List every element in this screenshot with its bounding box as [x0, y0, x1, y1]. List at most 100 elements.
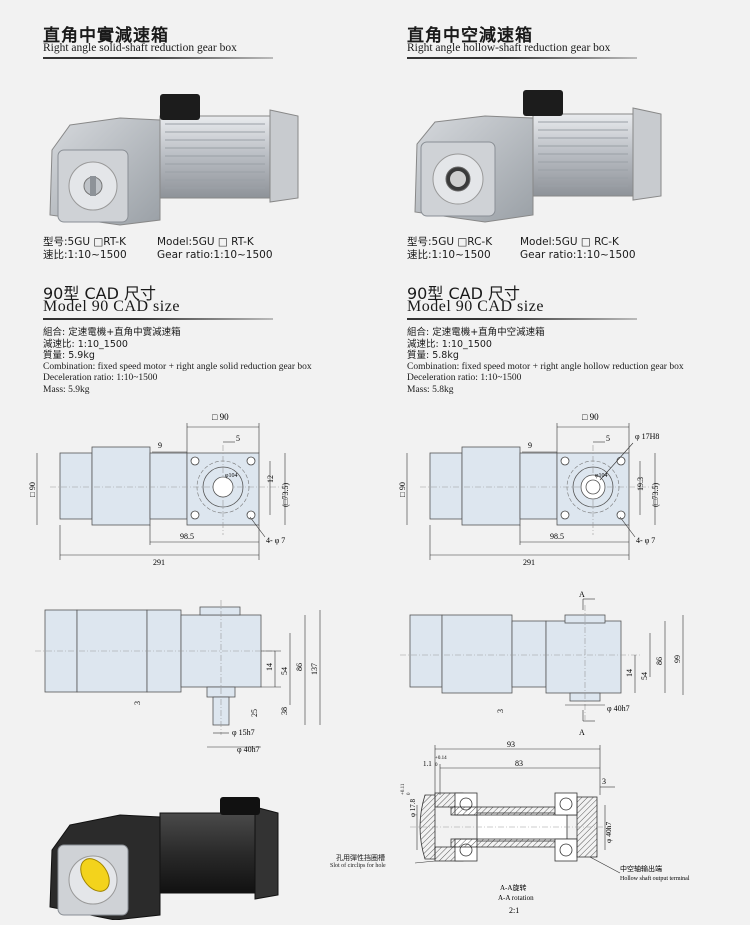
left-dim-985: 98.5 [180, 532, 194, 541]
left-specs: 組合: 定速電機+直角中實減速箱 減速比: 1:10_1500 質量: 5.9k… [43, 327, 312, 396]
right-sec-dim-178: φ 17.8 [409, 798, 417, 817]
right-sec-dim-3: 3 [602, 777, 606, 786]
right-sec-dim-11-tol-up: +0.14 [435, 756, 447, 761]
left-dim-sq90-vert: □ 90 [28, 482, 37, 497]
right-dim-9: 9 [528, 441, 532, 450]
right-dim-4hole: 4- φ 7 [636, 536, 655, 545]
right-model-en: Model:5GU □ RC-K [520, 236, 619, 248]
right-dim-104: φ104 [595, 473, 607, 479]
left-title-rule [43, 57, 273, 59]
left-dim-12: 12 [266, 475, 275, 483]
right-side-section-a-top: A [579, 590, 585, 599]
left-model-en-block: Model:5GU □ RT-K Gear ratio:1:10~1500 [157, 236, 273, 262]
left-gearbox-photo [49, 94, 299, 226]
left-dim-4hole: 4- φ 7 [266, 536, 285, 545]
left-cad-en: Model 90 CAD size [43, 298, 180, 315]
left-model-cn-block: 型号:5GU □RT-K 速比:1:10~1500 [43, 236, 127, 262]
right-sec-scale: 2:1 [509, 906, 519, 915]
right-cad-rule [407, 318, 637, 320]
left-spec-cn-1: 組合: 定速電機+直角中實減速箱 [43, 327, 181, 338]
right-sec-out-cn: 中空轴输出端 [620, 864, 662, 873]
left-cad-cn: 90型 CAD 尺寸 [43, 284, 156, 303]
right-sec-dim-11-tol-lo: 0 [435, 763, 438, 768]
right-spec-en-2: Deceleration ratio: 1:10~1500 [407, 373, 522, 383]
right-side-dim-54: 54 [640, 672, 649, 680]
left-model-cn: 型号:5GU □RT-K [43, 236, 126, 248]
left-spec-en-3: Mass: 5.9kg [43, 384, 90, 395]
right-sec-dim-93: 93 [507, 740, 515, 749]
right-dim-73: (□73.5) [651, 483, 660, 507]
left-cad-side-view: 14 54 86 137 38 25 3 φ 15h7 φ 40h7 [35, 600, 321, 754]
right-sec-dim-178-tol-lo: 0 [407, 792, 412, 795]
left-dim-9: 9 [158, 441, 162, 450]
left-side-dim-40h7: φ 40h7 [237, 745, 260, 754]
right-side-dim-40h7: φ 40h7 [607, 704, 630, 713]
right-cad-en: Model 90 CAD size [407, 298, 544, 315]
right-title-en: Right angle hollow-shaft reduction gear … [407, 42, 611, 54]
right-sec-dim-83: 83 [515, 759, 523, 768]
right-sec-aa-en: A-A rotation [498, 894, 534, 902]
left-side-dim-14: 14 [265, 663, 274, 671]
left-side-dim-38: 38 [280, 707, 289, 715]
right-dim-17h8: φ 17H8 [635, 432, 659, 441]
left-model-en: Model:5GU □ RT-K [157, 236, 254, 248]
right-spec-cn-2: 減速比: 1:10_1500 [407, 338, 492, 350]
right-ratio-en: Gear ratio:1:10~1500 [520, 249, 636, 261]
right-sec-aa-cn: A-A旋转 [500, 883, 526, 892]
left-dim-291: 291 [153, 558, 165, 567]
left-side-dim-54: 54 [280, 667, 289, 675]
right-sec-dim-40h7: φ 40h7 [604, 822, 613, 843]
left-side-dim-25: 25 [250, 709, 259, 717]
left-gearbox-photo-black [49, 797, 279, 920]
right-specs: 組合: 定速電機+直角中空減速箱 減速比: 1:10_1500 質量: 5.8k… [407, 327, 684, 396]
right-model-cn-block: 型号:5GU □RC-K 速比:1:10~1500 [407, 236, 492, 262]
left-cad-top-view: □ 90 5 9 12 (□73.5) φ104 98.5 291 4- φ 7… [28, 412, 290, 567]
right-sec-out-en: Hollow shaft output terminal [620, 875, 690, 882]
left-dim-5: 5 [236, 434, 240, 443]
right-sec-slot-en-label: Slot of circlips for hole [330, 863, 386, 869]
right-dim-193: 19.3 [636, 477, 645, 491]
right-cad-section-aa: 93 83 1.1 +0.14 0 φ 17.8 +0.11 0 3 φ 40h… [401, 740, 690, 915]
right-spec-cn-1: 組合: 定速電機+直角中空減速箱 [407, 327, 545, 338]
left-title-en: Right angle solid-shaft reduction gear b… [43, 42, 237, 54]
left-side-dim-3: 3 [133, 701, 142, 705]
left-cad-rule [43, 318, 273, 320]
left-dim-73: (□73.5) [281, 483, 290, 507]
right-dim-985: 98.5 [550, 532, 564, 541]
left-dim-sq90: □ 90 [212, 412, 229, 422]
left-side-dim-15h7: φ 15h7 [232, 728, 255, 737]
right-sec-dim-11: 1.1 [423, 760, 432, 768]
right-sec-dim-178-tol-up: +0.11 [401, 783, 406, 795]
right-cad-cn: 90型 CAD 尺寸 [407, 284, 520, 303]
right-side-dim-14: 14 [625, 669, 634, 677]
left-spec-cn-3: 質量: 5.9kg [43, 350, 95, 361]
right-side-dim-3: 3 [496, 709, 505, 713]
right-gearbox-photo [414, 90, 662, 223]
right-model-en-block: Model:5GU □ RC-K Gear ratio:1:10~1500 [520, 236, 636, 262]
right-dim-sq90: □ 90 [582, 412, 599, 422]
right-model-cn: 型号:5GU □RC-K [407, 236, 493, 248]
right-spec-en-1: Combination: fixed speed motor + right a… [407, 361, 684, 372]
left-spec-en-2: Deceleration ratio: 1:10~1500 [43, 373, 158, 383]
left-side-dim-86: 86 [295, 663, 304, 671]
right-dim-sq90-vert: □ 90 [398, 482, 407, 497]
right-spec-en-3: Mass: 5.8kg [407, 384, 454, 395]
right-title-cn: 直角中空減速箱 [407, 26, 533, 46]
left-title-cn: 直角中實減速箱 [43, 26, 169, 46]
left-dim-104: φ104 [225, 473, 237, 479]
right-dim-5: 5 [606, 434, 610, 443]
right-sec-slot-cn-label: 孔用彈性挡圈槽 [336, 854, 385, 862]
right-side-dim-99: 99 [673, 655, 682, 663]
right-cad-side-view: A A 14 54 86 99 3 φ 40h7 [400, 590, 684, 737]
right-title-rule [407, 57, 637, 59]
right-side-dim-86: 86 [655, 657, 664, 665]
right-dim-291: 291 [523, 558, 535, 567]
right-ratio-cn: 速比:1:10~1500 [407, 249, 491, 261]
left-ratio-en: Gear ratio:1:10~1500 [157, 249, 273, 261]
right-side-section-a-bottom: A [579, 728, 585, 737]
left-ratio-cn: 速比:1:10~1500 [43, 249, 127, 261]
right-cad-top-view: □ 90 5 9 φ 17H8 19.3 (□73.5) φ104 98.5 2… [398, 412, 660, 567]
right-spec-cn-3: 質量: 5.8kg [407, 350, 459, 361]
left-spec-en-1: Combination: fixed speed motor + right a… [43, 361, 312, 372]
left-side-dim-137: 137 [310, 663, 319, 675]
